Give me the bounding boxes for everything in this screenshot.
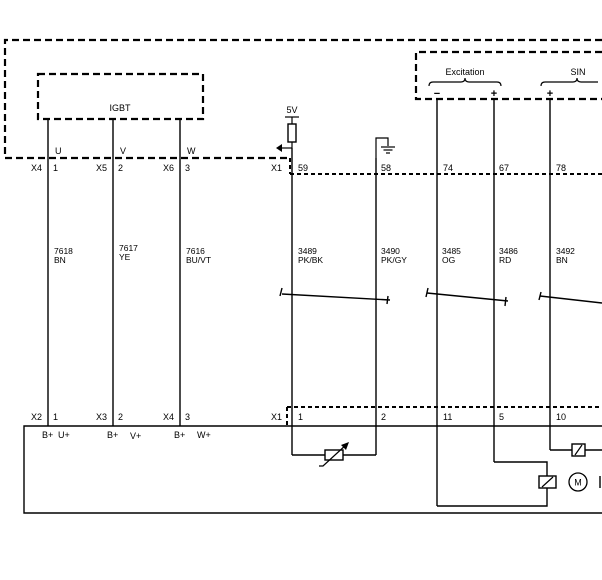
top-connector-name: X5 [96, 163, 107, 173]
excitation-plus-sign: + [491, 88, 497, 100]
wire-color: BN [556, 255, 568, 265]
top-connector-pin: 2 [118, 163, 123, 173]
wire-color: OG [442, 255, 455, 265]
ground-symbol-icon [375, 137, 395, 158]
bottom-connector-name: X3 [96, 412, 107, 422]
sin-coil-circuit [550, 443, 602, 457]
bottom-connector-pin: 1 [53, 412, 58, 422]
wire-number: 3492 [556, 246, 575, 256]
wire-color: PK/BK [298, 255, 323, 265]
twisted-pair-markers [279, 287, 602, 307]
wire-color: PK/GY [381, 255, 407, 265]
top-terminal-label: U [55, 146, 62, 156]
wire-labels: 7618 BN 7617 YE 7616 BU/VT 3489 PK/BK 34… [54, 243, 575, 265]
bottom-connector-name: X4 [163, 412, 174, 422]
bottom-connector-pin: 2 [381, 412, 386, 422]
top-connector-labels: X4 1 U X5 2 V X6 3 W X1 59 58 74 67 78 [31, 146, 566, 173]
pullup-resistor [287, 123, 297, 143]
excitation-label: Excitation [445, 67, 484, 77]
excitation-minus-sign: − [434, 88, 440, 100]
signal-arrow-icon [276, 144, 282, 152]
top-connector-pin: 58 [381, 163, 391, 173]
top-connector-pin: 3 [185, 163, 190, 173]
upper-module-outline [3, 38, 602, 175]
bottom-terminal-label: U+ [58, 430, 70, 440]
excitation-sin-module: Excitation SIN − + + [414, 50, 602, 101]
wire-number: 3490 [381, 246, 400, 256]
supply-voltage-label: 5V [286, 105, 297, 115]
igbt-module: IGBT [36, 72, 205, 121]
bottom-connector-pin: 1 [298, 412, 303, 422]
wire-runs [47, 99, 551, 506]
sin-coil-icon [571, 443, 586, 457]
bottom-supply-label: B+ [107, 430, 118, 440]
wire-number: 7617 [119, 243, 138, 253]
wire-color: BU/VT [186, 255, 211, 265]
wire-number: 3485 [442, 246, 461, 256]
excitation-coil-circuit [437, 461, 557, 507]
coil-icon [538, 475, 557, 489]
bottom-connector-pin: 10 [556, 412, 566, 422]
motor-icon: M [568, 472, 601, 492]
bottom-connector-name: X1 [271, 412, 282, 422]
wire-number: 7618 [54, 246, 73, 256]
bottom-supply-label: B+ [42, 430, 53, 440]
bottom-connector-pin: 11 [443, 412, 452, 422]
top-connector-name: X1 [271, 163, 282, 173]
igbt-label: IGBT [109, 103, 131, 113]
wire-number: 3486 [499, 246, 518, 256]
top-connector-name: X6 [163, 163, 174, 173]
top-connector-name: X4 [31, 163, 42, 173]
sin-label: SIN [570, 67, 585, 77]
bottom-terminal-label: W+ [197, 430, 211, 440]
bottom-connector-pin: 2 [118, 412, 123, 422]
sin-brace [540, 77, 598, 87]
top-connector-pin: 74 [443, 163, 453, 173]
top-terminal-label: V [120, 146, 126, 156]
lower-module-outline [23, 406, 602, 514]
motor-label: M [574, 478, 582, 488]
top-connector-pin: 67 [499, 163, 509, 173]
top-connector-pin: 59 [298, 163, 308, 173]
wire-color: YE [119, 252, 131, 262]
wire-number: 7616 [186, 246, 205, 256]
bottom-connector-name: X2 [31, 412, 42, 422]
top-terminal-label: W [187, 146, 196, 156]
bottom-connector-labels: X2 1 B+ U+ X3 2 B+ V+ X4 3 B+ W+ X1 1 2 … [31, 412, 566, 441]
top-connector-pin: 78 [556, 163, 566, 173]
top-connector-pin: 1 [53, 163, 58, 173]
five-volt-supply: 5V [276, 105, 299, 152]
thermistor-icon [324, 449, 344, 461]
bottom-supply-label: B+ [174, 430, 185, 440]
thermistor-circuit [292, 442, 376, 467]
sin-plus-sign: + [547, 88, 553, 100]
wire-color: RD [499, 255, 511, 265]
bottom-connector-pin: 3 [185, 412, 190, 422]
bottom-connector-pin: 5 [499, 412, 504, 422]
wire-color: BN [54, 255, 66, 265]
excitation-brace [428, 77, 502, 87]
wire-number: 3489 [298, 246, 317, 256]
bottom-terminal-label: V+ [130, 431, 141, 441]
